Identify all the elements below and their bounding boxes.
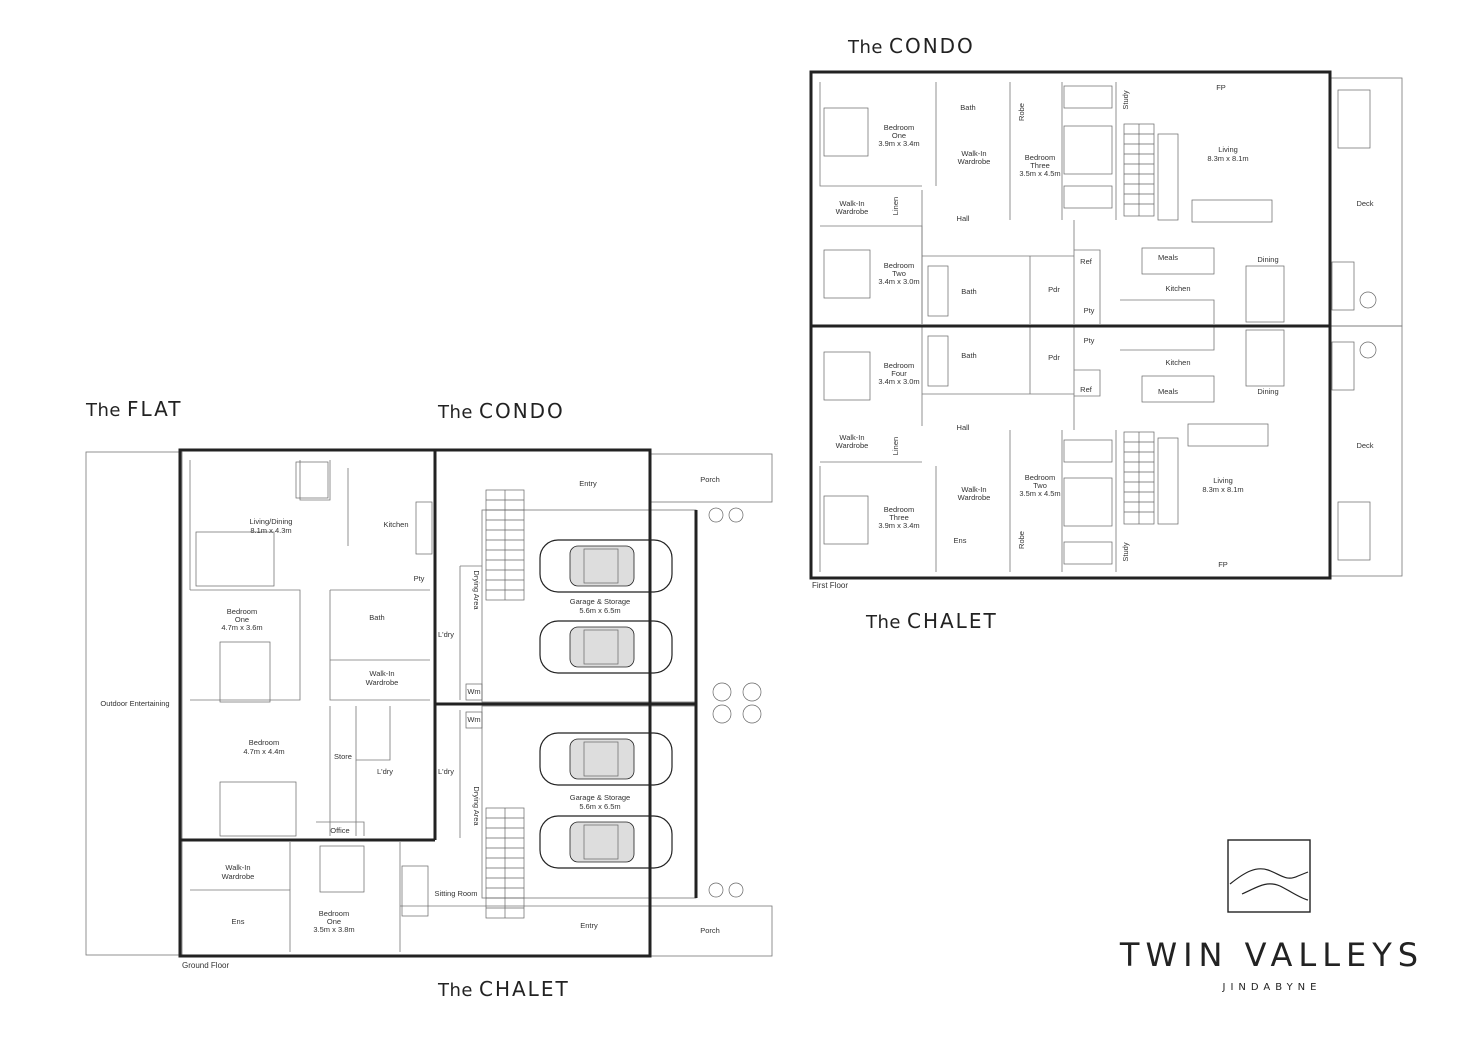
room-bath-flat: Bath xyxy=(369,613,384,622)
room-sitting-chalet: Sitting Room xyxy=(435,889,478,898)
mountain-icon xyxy=(1229,868,1309,885)
room-kitchen-condo: Kitchen xyxy=(1165,284,1190,293)
room-laundry-chalet: L'dry xyxy=(438,767,454,776)
cars xyxy=(539,539,673,869)
ref-condo: Ref xyxy=(1080,257,1093,266)
room-linen-chalet: Linen xyxy=(891,437,900,455)
porch-condo: Porch xyxy=(700,475,720,484)
room-dining-chalet: Dining xyxy=(1257,387,1278,396)
room-bath-chalet: Bath xyxy=(961,351,976,360)
room-entry-chalet: Entry xyxy=(580,921,598,930)
stairs-chalet xyxy=(1123,431,1155,525)
deck-condo: Deck xyxy=(1356,199,1373,208)
outdoor-entertaining-outline xyxy=(85,451,183,956)
logo-frame xyxy=(1227,839,1311,913)
room-pty-chalet: Pty xyxy=(1084,336,1095,345)
ref-chalet: Ref xyxy=(1080,385,1093,394)
first-floor-label: First Floor xyxy=(812,581,848,590)
deck-bottom-outline xyxy=(1329,325,1403,577)
room-meals-chalet: Meals xyxy=(1158,387,1178,396)
room-laundry-condo: L'dry xyxy=(438,630,454,639)
porch-chalet: Porch xyxy=(700,926,720,935)
room-hall-condo: Hall xyxy=(957,214,970,223)
stairs-condo-ground xyxy=(485,489,525,601)
washer-condo: Wm xyxy=(467,687,480,696)
room-bath2-condo: Bath xyxy=(961,287,976,296)
room-store-flat: Store xyxy=(334,752,352,761)
washer-chalet: Wm xyxy=(467,715,480,724)
deck-chalet: Deck xyxy=(1356,441,1373,450)
room-drying-chalet: Drying Area xyxy=(472,786,481,826)
room-drying-condo: Drying Area xyxy=(472,570,481,610)
stairs-chalet-ground xyxy=(485,807,525,919)
outdoor-entertaining: Outdoor Entertaining xyxy=(100,699,169,708)
room-pdr-condo: Pdr xyxy=(1048,285,1060,294)
room-study-condo: Study xyxy=(1121,90,1130,109)
brand-name: TWIN VALLEYS xyxy=(1119,936,1424,974)
room-hall-chalet: Hall xyxy=(957,423,970,432)
room-kitchen-chalet: Kitchen xyxy=(1165,358,1190,367)
room-office-flat: Office xyxy=(330,826,349,835)
room-pdr-chalet: Pdr xyxy=(1048,353,1060,362)
fireplace-chalet: FP xyxy=(1218,560,1228,569)
room-ens-chalet-ground: Ens xyxy=(232,917,245,926)
room-meals-condo: Meals xyxy=(1158,253,1178,262)
room-bath-condo: Bath xyxy=(960,103,975,112)
brand-location: JINDABYNE xyxy=(1222,982,1322,993)
room-ens-chalet: Ens xyxy=(954,536,967,545)
room-robe-chalet: Robe xyxy=(1017,531,1026,549)
brand-logo: TWIN VALLEYS JINDABYNE xyxy=(1119,839,1424,993)
room-linen-condo: Linen xyxy=(891,197,900,215)
room-robe-condo: Robe xyxy=(1017,103,1026,121)
room-entry-condo: Entry xyxy=(579,479,597,488)
room-pty-condo: Pty xyxy=(1084,306,1095,315)
ground-floor-outline xyxy=(178,448,652,958)
ground-floor-label: Ground Floor xyxy=(182,961,229,970)
room-kitchen-flat: Kitchen xyxy=(383,520,408,529)
room-study-chalet: Study xyxy=(1121,542,1130,561)
fireplace-condo: FP xyxy=(1216,83,1226,92)
room-pty-flat: Pty xyxy=(414,574,425,583)
room-laundry-flat: L'dry xyxy=(377,767,393,776)
stairs-condo xyxy=(1123,123,1155,217)
room-dining-condo: Dining xyxy=(1257,255,1278,264)
